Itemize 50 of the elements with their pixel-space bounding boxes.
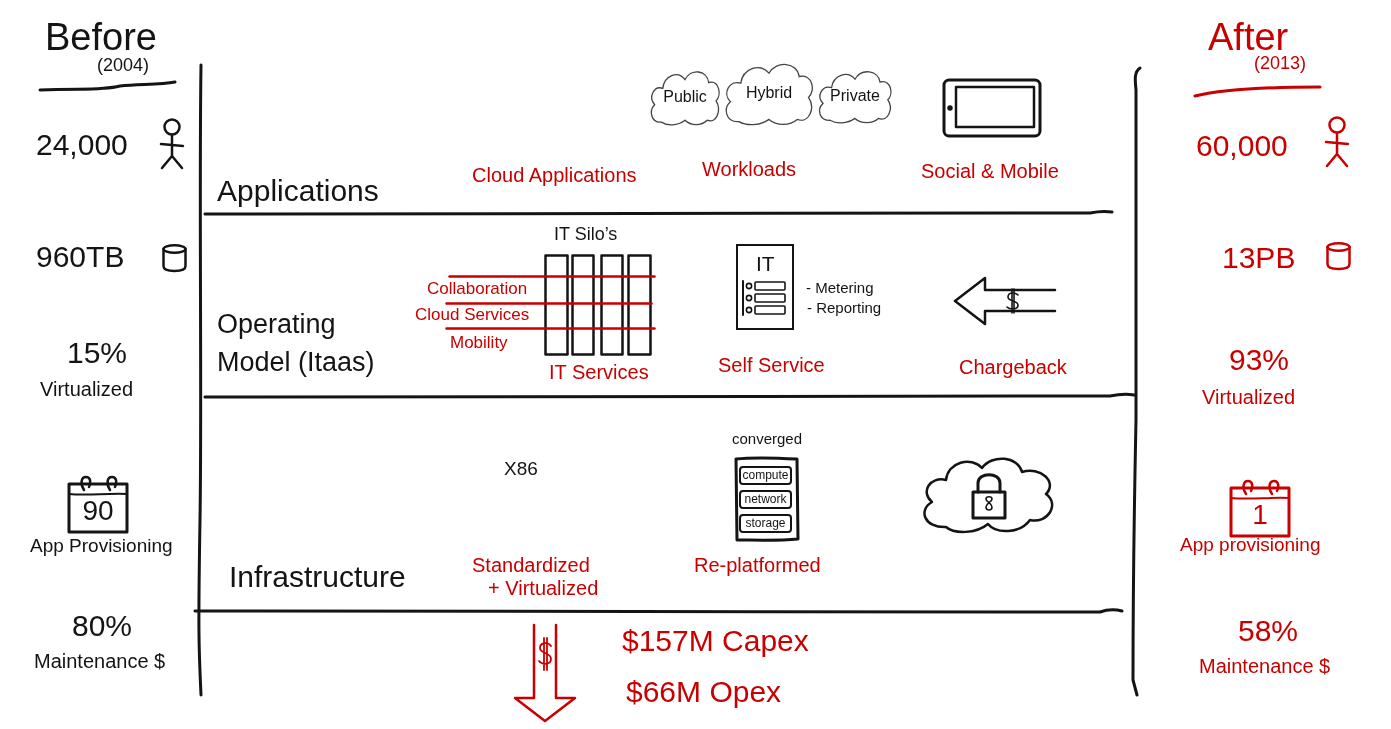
stat-value: 80% <box>72 609 133 644</box>
stat-caption: Virtualized <box>1202 386 1296 409</box>
device-frame <box>736 244 794 330</box>
stat-value: 960TB <box>36 240 125 275</box>
year-label: (2004) <box>97 55 150 76</box>
side-note: - Reporting <box>807 299 882 317</box>
cloud-label: Hybrid <box>745 84 793 102</box>
stat-value: 60,000 <box>1196 129 1288 164</box>
item-caption: IT Services <box>549 361 649 384</box>
item-note: X86 <box>504 458 538 480</box>
stat-value: 15% <box>67 336 128 371</box>
module-label: network <box>739 490 792 509</box>
stat-caption: Maintenance $ <box>1199 655 1331 678</box>
column-heading: Before <box>45 16 157 58</box>
stat-value: 58% <box>1238 614 1299 649</box>
item-caption: Standardized + Virtualized <box>472 554 600 600</box>
stat-caption: Virtualized <box>40 378 134 401</box>
cost-figure: $66M Opex <box>626 675 782 710</box>
layer-title: Operating Model (Itaas) <box>217 308 376 379</box>
day-count: 1 <box>1252 499 1268 532</box>
layer-title: Infrastructure <box>229 560 406 595</box>
module-label: compute <box>739 466 792 485</box>
layer-title: Applications <box>217 174 379 209</box>
service-label: Collaboration <box>427 279 528 299</box>
item-caption: Chargeback <box>959 356 1067 379</box>
stat-value: 24,000 <box>36 128 128 163</box>
item-caption: Self Service <box>718 354 825 377</box>
side-note: - Metering <box>806 279 874 297</box>
device-label: IT <box>756 252 775 277</box>
stat-value: 93% <box>1229 343 1290 378</box>
year-label: (2013) <box>1254 53 1307 74</box>
drawing-caption: IT Silo’s <box>554 224 618 245</box>
item-caption: Re-platformed <box>694 554 821 577</box>
item-caption: Cloud Applications <box>472 164 637 187</box>
module-label: storage <box>739 514 792 533</box>
cloud-shape <box>816 68 894 124</box>
cloud-label: Private <box>830 87 880 105</box>
stat-caption: App Provisioning <box>30 535 173 557</box>
cloud-shape <box>648 68 722 126</box>
stack-heading: converged <box>731 430 803 448</box>
item-caption: Workloads <box>702 158 797 181</box>
stat-caption: App provisioning <box>1180 534 1321 556</box>
stat-value: 13PB <box>1222 241 1296 276</box>
cost-figure: $157M Capex <box>622 624 809 659</box>
stat-caption: Maintenance $ <box>34 650 166 673</box>
cloud-label: Public <box>663 88 707 106</box>
day-count: 90 <box>82 495 114 528</box>
item-caption: Social & Mobile <box>921 160 1059 183</box>
service-label: Mobility <box>450 333 508 353</box>
service-label: Cloud Services <box>415 305 530 325</box>
